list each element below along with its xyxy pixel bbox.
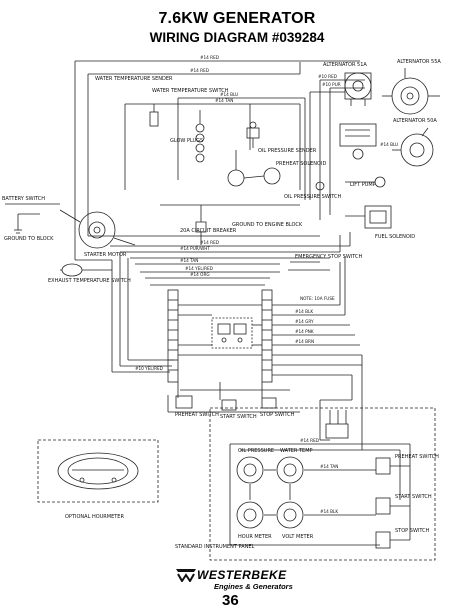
switch-cluster bbox=[167, 382, 300, 413]
circuit-breaker bbox=[160, 204, 300, 245]
wire-label: #14 GRY bbox=[295, 319, 314, 324]
wire-label: #14 ORG bbox=[190, 272, 210, 277]
wire-labels: #14 RED #14 RED #14 BLU #14 TAN #10 RED … bbox=[135, 55, 398, 514]
wire-label: #14 TAN bbox=[180, 258, 198, 263]
alternator-55a bbox=[382, 68, 440, 115]
label-exhaust-temp-switch: EXHAUST TEMPERATURE SWITCH bbox=[48, 278, 131, 284]
label-fuel-solenoid: FUEL SOLENOID bbox=[375, 234, 415, 240]
label-oil-pressure: OIL PRESSURE bbox=[238, 448, 274, 454]
wire-label: #14 RED bbox=[200, 240, 219, 245]
temp-sender bbox=[149, 104, 159, 127]
wire-label: #14 TAN bbox=[320, 464, 338, 469]
page-subtitle: WIRING DIAGRAM #039284 bbox=[149, 30, 325, 45]
wire-label: #14 YEL/RED bbox=[185, 266, 213, 271]
alternator-12a bbox=[344, 72, 372, 106]
component-labels: ALTERNATOR 51A ALTERNATOR 55A ALTERNATOR… bbox=[2, 59, 441, 550]
label-preheat-solenoid: PREHEAT SOLENOID bbox=[276, 161, 326, 167]
label-stop-switch: STOP SWITCH bbox=[260, 412, 295, 418]
label-alternator-12a: ALTERNATOR 51A bbox=[323, 62, 367, 68]
alternator-50a bbox=[392, 127, 434, 167]
label-start-switch: START SWITCH bbox=[220, 414, 257, 420]
glow-plugs bbox=[195, 110, 205, 163]
wire-label: #10 YEL/RED bbox=[135, 366, 163, 371]
label-oil-pressure-switch: OIL PRESSURE SWITCH bbox=[284, 194, 342, 200]
optional-hourmeter bbox=[37, 439, 159, 503]
wire-label: #14 PNK bbox=[295, 329, 314, 334]
battery-switch bbox=[5, 203, 60, 234]
page-number: 36 bbox=[222, 592, 239, 609]
panel-wiring-lower bbox=[229, 395, 411, 546]
wire-label: #14 BLK bbox=[295, 309, 313, 314]
wire-label: #14 TAN bbox=[215, 98, 233, 103]
label-battery-switch: BATTERY SWITCH bbox=[2, 196, 45, 202]
label-circuit-breaker: 20A CIRCUIT BREAKER bbox=[180, 228, 237, 234]
wire-label: #10 RED bbox=[318, 74, 337, 79]
label-alternator-50a: ALTERNATOR 50A bbox=[393, 118, 437, 124]
brand-name: WESTERBEKE bbox=[197, 568, 287, 582]
instrument-panel bbox=[209, 407, 436, 561]
label-ground-to-block: GROUND TO BLOCK bbox=[4, 236, 54, 242]
wire-label: #10 PUR bbox=[322, 82, 341, 87]
wire-label: #14 BLU bbox=[220, 92, 238, 97]
top-harness bbox=[74, 60, 365, 240]
label-glow-plugs: GLOW PLUGS bbox=[170, 138, 203, 144]
label-water-temp: WATER TEMP bbox=[280, 448, 313, 454]
wire-label: #14 BRN bbox=[295, 339, 314, 344]
label-hour-meter: HOUR METER bbox=[238, 534, 272, 540]
starter-motor bbox=[59, 209, 136, 249]
label-standard-panel: STANDARD INSTRUMENT PANEL bbox=[175, 544, 255, 550]
wire-label: #14 RED bbox=[190, 68, 209, 73]
label-panel-preheat: PREHEAT SWITCH bbox=[395, 454, 439, 460]
oil-switch bbox=[315, 181, 325, 191]
label-ground-engine-block: GROUND TO ENGINE BLOCK bbox=[232, 222, 303, 228]
label-emergency-stop-switch: EMERGENCY STOP SWITCH bbox=[295, 254, 363, 260]
label-oil-pressure-sender: OIL PRESSURE SENDER bbox=[258, 148, 317, 154]
label-water-temp-switch: WATER TEMPERATURE SWITCH bbox=[152, 88, 229, 94]
label-preheat-switch: PREHEAT SWITCH bbox=[175, 412, 219, 418]
terminal-block-right bbox=[261, 289, 273, 383]
relay-box bbox=[211, 317, 253, 349]
wire-label: #14 BLU bbox=[380, 142, 398, 147]
regulator-box bbox=[339, 123, 377, 160]
panel-wiring bbox=[178, 256, 363, 401]
wire-label: #14 RED bbox=[300, 438, 319, 443]
mid-harness bbox=[88, 232, 351, 286]
oil-sender bbox=[246, 121, 260, 148]
label-water-temp-sender: WATER TEMPERATURE SENDER bbox=[95, 76, 173, 82]
fuel-solenoid bbox=[345, 205, 392, 229]
exhaust-switch bbox=[60, 263, 112, 277]
label-panel-start: START SWITCH bbox=[395, 494, 432, 500]
label-starter-motor: STARTER MOTOR bbox=[84, 252, 127, 258]
wire-label: #14 PUR/WHT bbox=[180, 246, 210, 251]
lift-pump bbox=[345, 176, 386, 188]
label-optional-hourmeter: OPTIONAL HOURMETER bbox=[65, 514, 124, 520]
label-relay-note: NOTE: 10A FUSE bbox=[300, 296, 335, 301]
label-lift-pump: LIFT PUMP bbox=[350, 182, 376, 188]
page-title: 7.6KW GENERATOR bbox=[158, 10, 316, 27]
label-panel-stop: STOP SWITCH bbox=[395, 528, 430, 534]
label-alternator-55a: ALTERNATOR 55A bbox=[397, 59, 441, 65]
terminal-block-left bbox=[167, 289, 179, 383]
wire-label: #14 RED bbox=[200, 55, 219, 60]
left-feeds bbox=[74, 240, 174, 373]
westerbeke-logo-icon bbox=[176, 569, 196, 582]
label-volt-meter: VOLT METER bbox=[282, 534, 314, 540]
preheat-solenoid bbox=[227, 150, 281, 187]
brand-tagline: Engines & Generators bbox=[214, 582, 293, 591]
wire-label: #14 BLK bbox=[320, 509, 338, 514]
